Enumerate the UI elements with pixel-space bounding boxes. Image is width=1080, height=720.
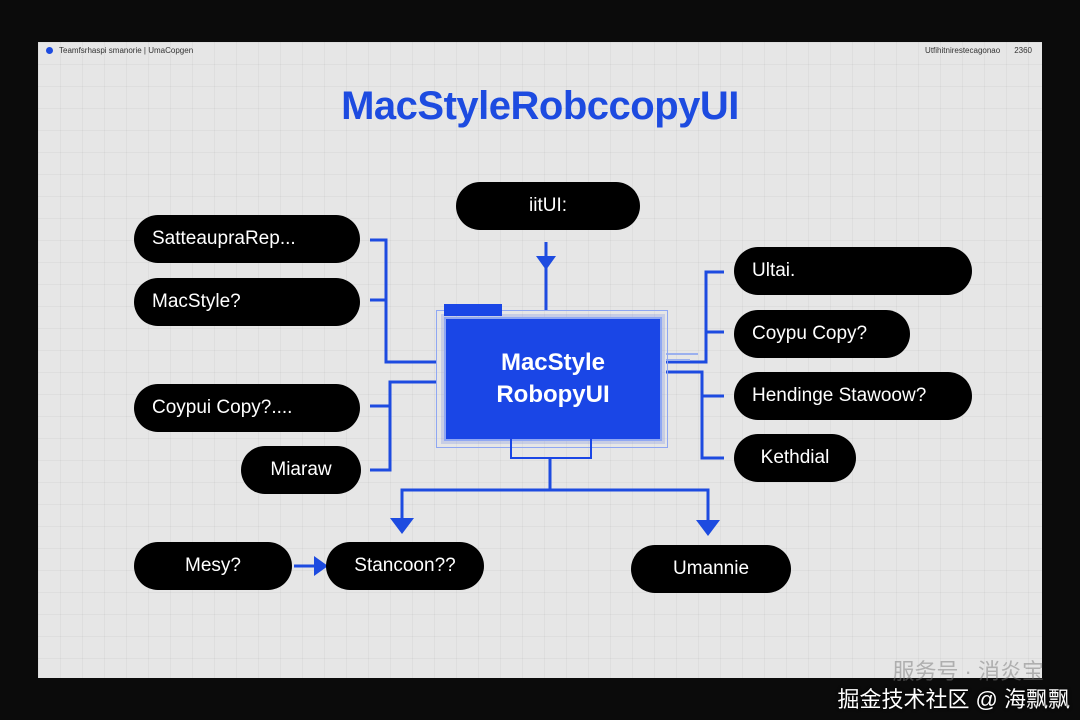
- header-right-text: Utfihitnirestecagonao: [925, 46, 1001, 55]
- monitor-frame: [436, 310, 668, 448]
- watermark-text: 掘金技术社区 @ 海飘飘: [837, 687, 1070, 712]
- arrow-down-left-icon: [390, 518, 414, 534]
- arrow-down-right-icon: [696, 520, 720, 536]
- connector-left-3: [370, 380, 436, 408]
- status-dot-icon: [46, 47, 53, 54]
- connector-bottom-right: [550, 488, 710, 522]
- header-left-text: Teamfsrhaspi smanorie | UmaCopgen: [59, 46, 194, 55]
- center-monitor-node: MacStyle RobopyUI: [444, 317, 662, 441]
- header-left: Teamfsrhaspi smanorie | UmaCopgen: [46, 46, 193, 55]
- arrow-down-top-icon: [536, 256, 556, 270]
- left-node-3: Coypui Copy?....: [134, 384, 360, 432]
- right-node-4: Kethdial: [734, 434, 856, 482]
- top-node: iitUI:: [456, 182, 640, 230]
- arrow-right-icon: [314, 556, 328, 576]
- right-node-2: Coypu Copy?: [734, 310, 910, 358]
- right-node-1: Ultai.: [734, 247, 972, 295]
- monitor-tab: [444, 304, 502, 316]
- bottom-node-left: Mesy?: [134, 542, 292, 590]
- connector-bottom-left: [400, 457, 552, 520]
- center-line-1: MacStyle: [500, 349, 606, 376]
- left-node-1: SatteaupraRep...: [134, 215, 360, 263]
- connector-right-1: [666, 270, 724, 364]
- header-right: Utfihitnirestecagonao 2360: [925, 46, 1032, 55]
- right-node-3: Hendinge Stawoow?: [734, 372, 972, 420]
- left-node-2: MacStyle?: [134, 278, 360, 326]
- left-node-4: Miaraw: [241, 446, 361, 494]
- connector-left-4: [370, 406, 392, 472]
- diagram-canvas: Teamfsrhaspi smanorie | UmaCopgen Utfihi…: [38, 42, 1042, 678]
- bottom-node-right: Umannie: [631, 545, 791, 593]
- center-line-2: RobopyUI: [496, 381, 610, 408]
- bottom-node-middle: Stancoon??: [326, 542, 484, 590]
- diagram-title: MacStyleRobccopyUI: [341, 84, 739, 128]
- connector-right-3: [666, 370, 724, 460]
- header-right-number: 2360: [1014, 46, 1032, 55]
- monitor-stand: [510, 439, 592, 459]
- connector-lines: [294, 238, 724, 576]
- watermark-faint-text: 服务号 · 消炎宝: [892, 659, 1044, 684]
